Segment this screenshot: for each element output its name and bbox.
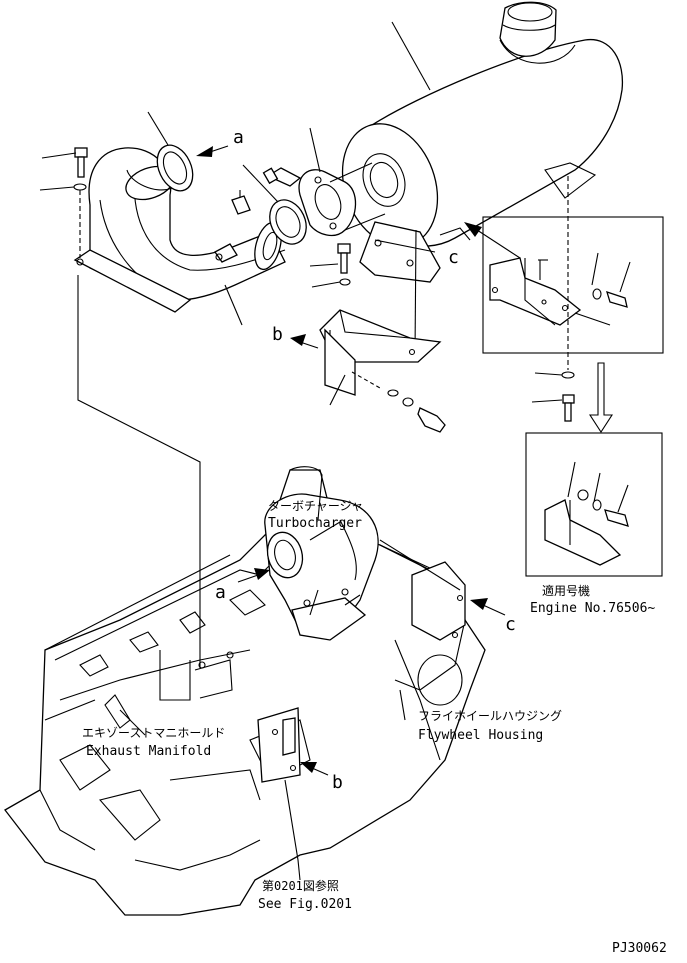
muffler-leader — [391, 21, 431, 91]
washer-below-c-icon — [561, 371, 575, 379]
see-fig-label-en: See Fig.0201 — [258, 897, 352, 912]
muffler — [341, 1, 624, 247]
arrow-c-upper — [464, 222, 521, 259]
detail-box-c — [482, 216, 664, 354]
stud-bolt — [231, 195, 251, 215]
bolt-upper-left — [73, 147, 88, 191]
callout-a-upper: a — [233, 127, 244, 148]
adapter-flange — [298, 169, 357, 237]
detail-box-engine-no — [525, 432, 663, 577]
exhaust-manifold-label-en: Exhaust Manifold — [86, 744, 211, 759]
applicable-label-jp: 適用号機 — [542, 583, 590, 598]
arrow-a-upper — [196, 145, 229, 157]
bolt-pipe-flange — [262, 167, 302, 187]
bolt-icon — [417, 407, 446, 433]
arrow-a-lower — [237, 568, 270, 583]
drawing-code: PJ30062 — [612, 941, 667, 956]
flywheel-housing-label-jp: フライホイールハウジング — [418, 709, 562, 723]
engine-block — [4, 466, 486, 916]
turbocharger-label-jp: ターボチャージャ — [268, 499, 363, 513]
arrow-c-lower — [470, 598, 506, 616]
exhaust-manifold-label-jp: エキゾーストマニホールド — [82, 726, 225, 740]
down-arrow-icon — [588, 362, 614, 434]
turbocharger-label-en: Turbocharger — [268, 516, 362, 531]
see-fig-label-jp: 第0201図参照 — [262, 878, 339, 893]
gasket-upper — [156, 144, 194, 192]
mounting-bracket-b — [319, 309, 442, 396]
muffler-bracket — [359, 221, 441, 283]
callout-c-lower: c — [505, 614, 516, 635]
arrow-b-upper — [290, 334, 319, 349]
bolt-below-c — [562, 394, 575, 422]
washer-icon — [387, 389, 399, 397]
lock-washer-icon — [402, 397, 414, 407]
callout-c-upper: c — [448, 247, 459, 268]
pipe-leader — [224, 284, 243, 326]
bracket-b-leader — [329, 374, 346, 406]
callout-a-lower: a — [215, 582, 226, 603]
arrow-b-lower — [300, 762, 329, 776]
pipe-to-manifold-guide — [77, 275, 201, 668]
gasket-lower — [269, 199, 307, 245]
callout-b-lower: b — [332, 772, 343, 793]
bracket-guide-line — [414, 229, 417, 356]
flywheel-housing-label-en: Flywheel Housing — [418, 728, 543, 743]
applicable-label-en: Engine No.76506~ — [530, 601, 655, 616]
bolt-muffler-bracket — [337, 243, 351, 286]
callout-b-upper: b — [272, 324, 283, 345]
